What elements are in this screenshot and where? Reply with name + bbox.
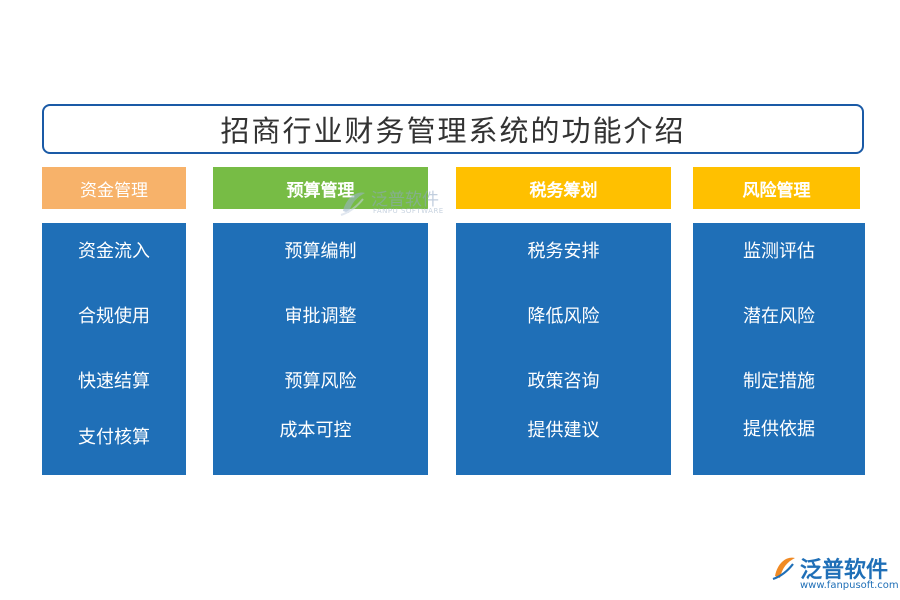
list-item: 降低风险 [527,306,600,327]
list-item: 审批调整 [284,306,357,327]
header-risk-management: 风险管理 [693,167,860,209]
list-item: 政策咨询 [527,371,600,392]
watermark-logo-icon [340,192,365,216]
title-box: 招商行业财务管理系统的功能介绍 [42,104,864,154]
column-funds-management: 资金流入 合规使用 快速结算 支付核算 [42,223,186,475]
list-item: 税务安排 [527,241,600,262]
header-funds-management: 资金管理 [42,167,186,209]
header-tax-planning: 税务筹划 [456,167,671,209]
list-item: 支付核算 [78,427,150,448]
list-item: 制定措施 [743,371,815,392]
brand-url: www.fanpusoft.com [800,580,899,591]
column-budget-management: 预算编制 审批调整 预算风险 成本可控 [213,223,428,475]
list-item: 潜在风险 [743,306,815,327]
header-budget-management: 预算管理 [213,167,428,209]
watermark-subtext: FANPU SOFTWARE [373,207,444,215]
brand-name: 泛普软件 [800,558,889,583]
list-item: 资金流入 [78,241,150,262]
column-risk-management: 监测评估 潜在风险 制定措施 提供依据 [693,223,865,475]
list-item: 成本可控 [279,420,352,441]
list-item: 快速结算 [78,371,150,392]
watermark-text: 泛普软件 [371,190,439,210]
list-item: 监测评估 [743,241,815,262]
brand-logo: 泛普软件 www.fanpusoft.com [770,550,899,596]
list-item: 预算风险 [284,371,357,392]
watermark: 泛普软件 FANPU SOFTWARE [337,183,462,223]
list-item: 预算编制 [284,241,357,262]
list-item: 合规使用 [78,306,150,327]
column-tax-planning: 税务安排 降低风险 政策咨询 提供建议 [456,223,671,475]
list-item: 提供依据 [743,419,815,440]
diagram-title: 招商行业财务管理系统的功能介绍 [220,114,686,148]
brand-logo-icon [772,557,795,581]
list-item: 提供建议 [527,420,600,441]
